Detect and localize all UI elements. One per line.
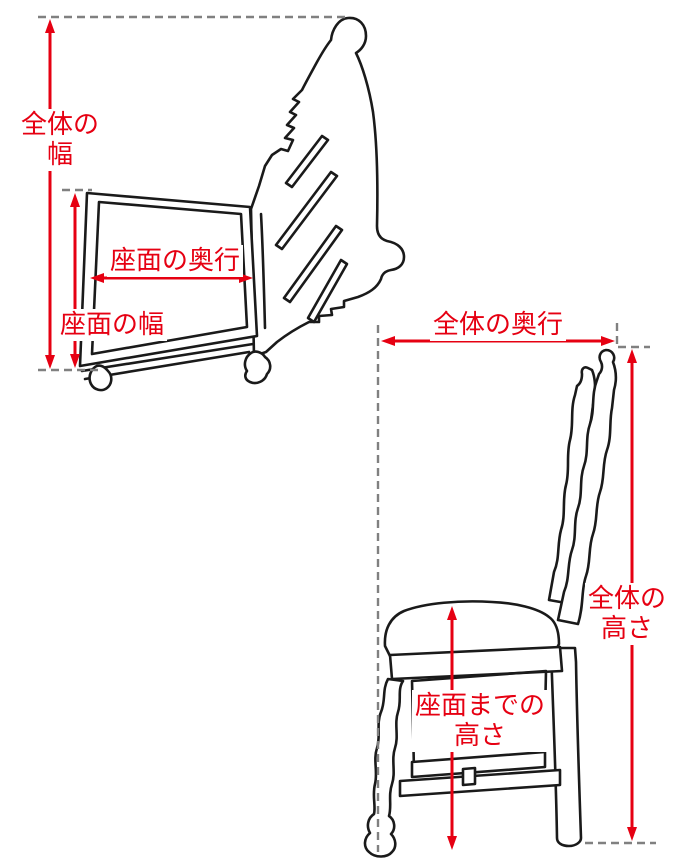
seat-height-arrowhead-down xyxy=(447,836,457,850)
overall-width-arrowhead-down xyxy=(45,355,55,369)
seat-width-label: 座面の幅 xyxy=(56,309,168,341)
seat-depth-label-line1: 座面の奥行 xyxy=(109,246,241,276)
seat-depth-arrowhead-left xyxy=(90,273,104,283)
overall-height-arrowhead-up xyxy=(627,349,637,363)
overall-height-label-line2: 高さ xyxy=(600,614,654,644)
seat-width-label-line1: 座面の幅 xyxy=(59,310,165,340)
side-view-stretcher xyxy=(410,750,547,779)
seat-height-arrowhead-up xyxy=(447,606,457,620)
overall-depth-arrowhead-right xyxy=(601,336,615,346)
top-view-chair-drawing xyxy=(78,16,406,392)
seat-height-label-line1: 座面までの xyxy=(414,691,546,721)
side-view-front-leg xyxy=(363,677,405,858)
seat-height-label-line2: 高さ xyxy=(453,721,507,751)
top-view-seat-inner xyxy=(90,200,249,356)
seat-depth-label: 座面の奥行 xyxy=(106,245,244,277)
overall-width-arrow xyxy=(45,19,55,369)
side-view-near-post xyxy=(556,348,618,626)
seat-width-arrow xyxy=(70,193,80,368)
overall-height-arrowhead-down xyxy=(627,827,637,841)
side-view-back-leg xyxy=(549,646,583,848)
overall-depth-arrow xyxy=(381,336,615,346)
top-view-apron xyxy=(83,350,251,381)
overall-width-label-line1: 全体の xyxy=(20,110,100,140)
top-view-foot-right xyxy=(243,350,272,385)
side-view-chair-drawing xyxy=(363,348,618,858)
top-view-back-rail xyxy=(259,212,267,330)
seat-height-label: 座面までの 高さ xyxy=(411,690,549,752)
seat-width-arrowhead-up xyxy=(70,193,80,207)
overall-width-label-line2: 幅 xyxy=(46,140,74,170)
side-view-seat-cushion xyxy=(383,600,561,658)
overall-depth-label: 全体の奥行 xyxy=(429,309,567,341)
top-view-slat xyxy=(284,134,330,189)
side-view-apron xyxy=(388,645,564,681)
overall-width-label: 全体の 幅 xyxy=(17,109,103,171)
top-view-slat xyxy=(282,224,344,304)
overall-depth-label-line1: 全体の奥行 xyxy=(432,310,564,340)
seat-width-arrowhead-down xyxy=(70,354,80,368)
side-view-stretcher-spindle xyxy=(461,766,477,787)
overall-height-label: 全体の 高さ xyxy=(584,583,670,645)
top-view-apron xyxy=(80,342,255,373)
overall-width-arrowhead-up xyxy=(45,19,55,33)
overall-height-label-line1: 全体の xyxy=(587,584,667,614)
side-view-stretcher-2 xyxy=(398,768,562,798)
top-view-slat xyxy=(306,258,349,324)
top-view-foot-left xyxy=(88,364,113,392)
top-view-slat xyxy=(274,170,339,251)
guide-lines xyxy=(38,15,656,852)
overall-depth-arrowhead-left xyxy=(381,336,395,346)
